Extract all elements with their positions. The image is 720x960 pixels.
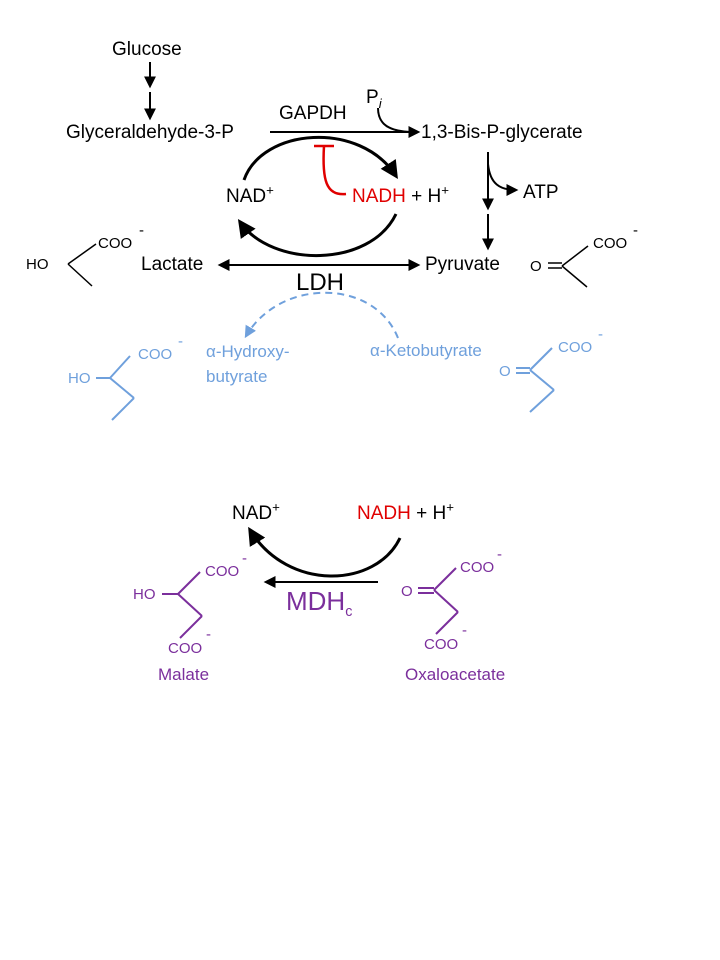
h-plus-text: + H [405, 186, 442, 207]
hydroxybutyrate-coo-charge: - [178, 333, 183, 350]
malate-ho: HO [133, 586, 156, 603]
bisphosphoglycerate-label: 1,3-Bis-P-glycerate [421, 122, 583, 143]
pi-subscript: i [378, 95, 382, 111]
oxaloacetate-label: Oxaloacetate [405, 665, 506, 684]
gapdh-cofactor-arc [242, 135, 398, 181]
glucose-label: Glucose [112, 39, 182, 60]
pi-label: Pi [366, 87, 382, 110]
ketobutyrate-coo: COO [558, 339, 593, 356]
malate-structure [162, 571, 203, 639]
malate-coo-bottom: COO [168, 640, 203, 657]
pyruvate-label: Pyruvate [425, 254, 500, 275]
ketobutyrate-structure [516, 347, 555, 413]
mdh-nad-base: NAD [232, 503, 273, 524]
nadh-text: NADH [352, 186, 406, 207]
pyruvate-coo: COO [593, 235, 628, 252]
malate-coo-top: COO [205, 563, 240, 580]
atp-branch-arrow [487, 163, 519, 196]
oxaloacetate-coo-bottom: COO [424, 636, 459, 653]
ketobutyrate-dashed-arrow [244, 291, 399, 339]
h-superscript: + [441, 182, 449, 198]
ldh-cofactor-arc [237, 213, 398, 258]
ketobutyrate-oxygen: O [499, 363, 511, 380]
nad-plus-label: NAD+ [226, 184, 274, 207]
hydroxybutyrate-coo: COO [138, 346, 173, 363]
ketobutyrate-coo-charge: - [598, 326, 603, 343]
nad-superscript: + [266, 182, 274, 198]
hydroxybutyrate-label-line-2: butyrate [206, 367, 268, 386]
mdh-h-superscript: + [446, 499, 454, 515]
malate-coo-top-charge: - [242, 550, 247, 567]
lactate-structure [67, 243, 97, 287]
lactate-ho: HO [26, 256, 49, 273]
mdh-cofactor-arc [248, 526, 402, 578]
lactate-label: Lactate [141, 254, 204, 275]
hydroxybutyrate-ho: HO [68, 370, 91, 387]
pyruvate-oxygen: O [530, 258, 542, 275]
lactate-coo-charge: - [139, 222, 144, 239]
oxaloacetate-coo-top: COO [460, 559, 495, 576]
oxaloacetate-coo-bottom-charge: - [462, 622, 467, 639]
glyceraldehyde-3-p-label: Glyceraldehyde-3-P [66, 122, 234, 143]
ldh-label: LDH [296, 269, 345, 296]
lactate-coo: COO [98, 235, 133, 252]
hydroxybutyrate-structure [96, 355, 135, 421]
nad-base: NAD [226, 186, 267, 207]
mdh-h-plus-text: + H [410, 503, 447, 524]
mdh-nad-superscript: + [272, 499, 280, 515]
atp-label: ATP [523, 182, 559, 203]
mdh-nadh-h-label: NADH + H+ [357, 501, 454, 524]
nadh-inhibition-line [322, 145, 347, 196]
hydroxybutyrate-label-line-1: α-Hydroxy- [206, 342, 290, 361]
pyruvate-coo-charge: - [633, 222, 638, 239]
gapdh-label: GAPDH [279, 103, 347, 124]
malate-label: Malate [158, 665, 210, 684]
mdh-enzyme-base: MDH [286, 586, 346, 616]
malate-coo-bottom-charge: - [206, 626, 211, 643]
mdh-nadh-text: NADH [357, 503, 411, 524]
mdh-enzyme-subscript: c [345, 604, 353, 621]
pyruvate-structure [548, 245, 589, 288]
pi-base: P [366, 87, 379, 108]
ketobutyrate-label: α-Ketobutyrate [370, 341, 482, 360]
oxaloacetate-coo-top-charge: - [497, 546, 502, 563]
pi-curve-arrow [377, 107, 411, 133]
oxaloacetate-oxygen: O [401, 583, 413, 600]
mdh-nad-plus-label: NAD+ [232, 501, 280, 524]
oxaloacetate-structure [418, 567, 459, 635]
nadh-h-label: NADH + H+ [352, 184, 449, 207]
mdh-enzyme-label: MDHc [286, 586, 352, 619]
